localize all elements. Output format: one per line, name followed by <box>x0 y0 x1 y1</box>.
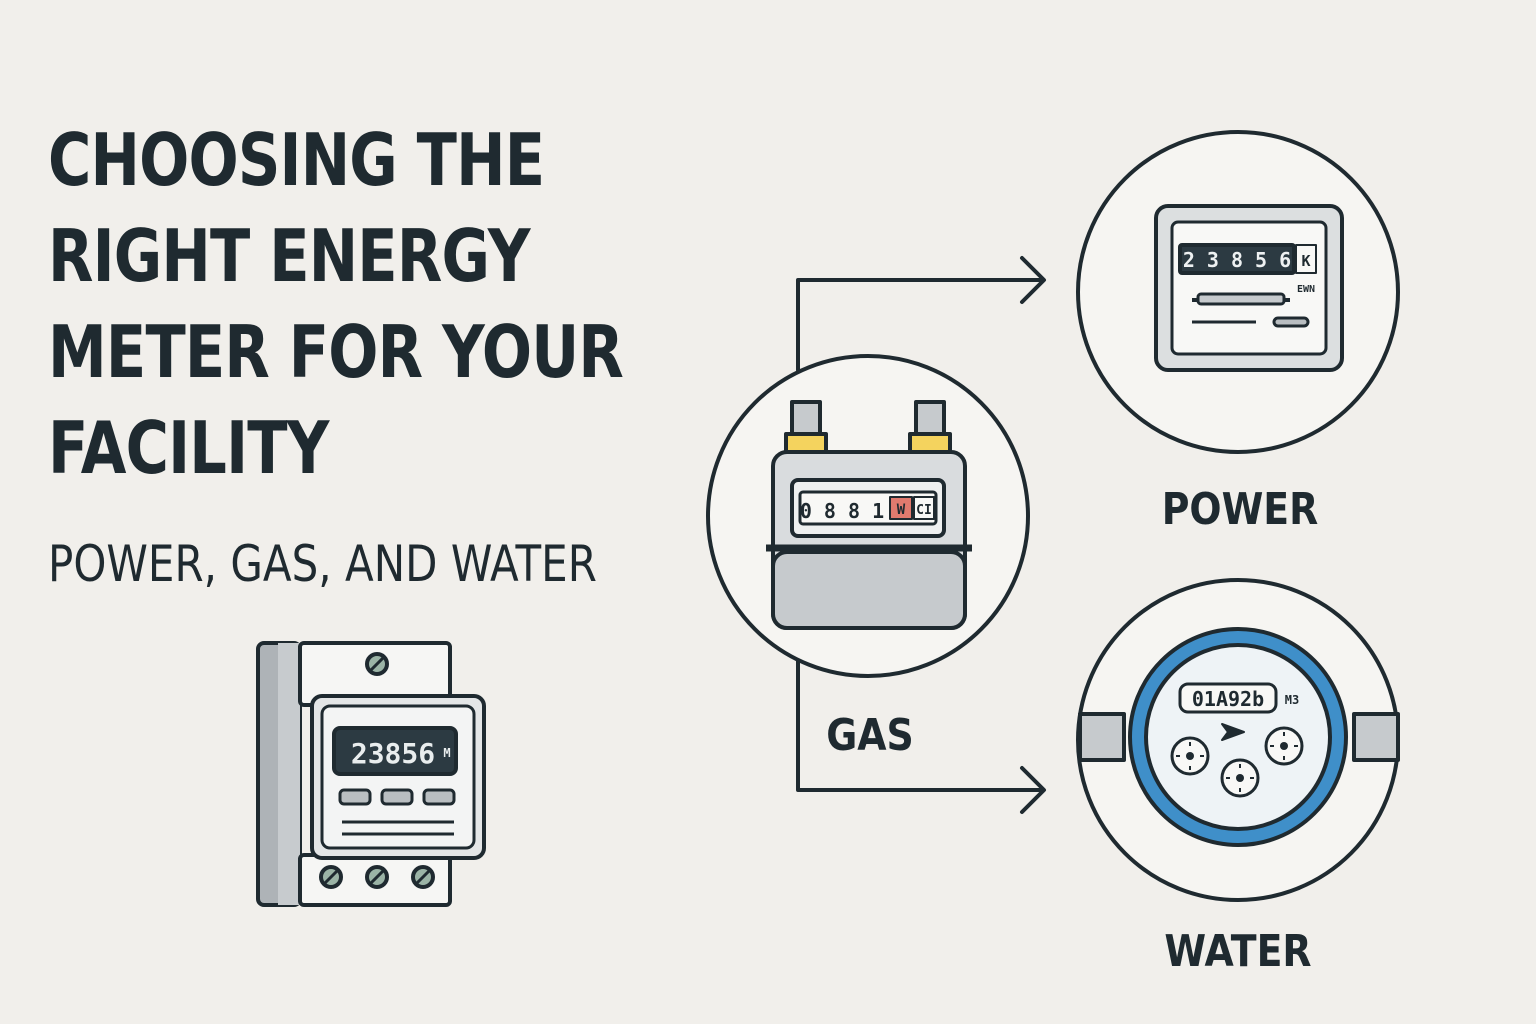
water-meter-icon: 01A92b M3 <box>1078 627 1400 847</box>
page-subtitle: POWER, GAS, AND WATER <box>48 535 597 593</box>
water-meter-reading: 01A92b <box>1192 687 1264 711</box>
title-line: RIGHT ENERGY <box>48 214 531 298</box>
power-label: POWER <box>1162 483 1319 534</box>
din-rail-energy-meter-icon: 23856 M <box>256 641 486 907</box>
din-meter-unit: M <box>443 746 450 760</box>
power-meter-unit: K <box>1301 252 1310 270</box>
electric-meter-icon: 2 3 8 5 6 K EWN <box>1154 204 1344 372</box>
gas-meter-unit: CI <box>916 503 932 518</box>
title-line: FACILITY <box>48 406 329 490</box>
title-line: CHOOSING THE <box>48 118 545 202</box>
connector-lines <box>796 278 1044 792</box>
water-meter-unit: M3 <box>1285 693 1299 707</box>
arrow-right-icon <box>1020 766 1046 814</box>
gas-meter-red-digit: W <box>897 502 906 518</box>
gas-meter-icon: 0 8 8 1 W CI <box>766 400 972 630</box>
gas-meter-circle: 0 8 8 1 W CI <box>706 354 1030 678</box>
water-meter-circle: 01A92b M3 <box>1076 578 1400 902</box>
title-line: METER FOR YOUR <box>48 310 624 394</box>
gas-label: GAS <box>826 709 914 760</box>
power-meter-circle: 2 3 8 5 6 K EWN <box>1076 130 1400 454</box>
power-meter-reading: 2 3 8 5 6 <box>1183 248 1291 272</box>
arrow-right-icon <box>1020 256 1046 304</box>
water-label: WATER <box>1164 925 1311 976</box>
power-meter-unit-sub: EWN <box>1297 284 1315 295</box>
din-meter-reading: 23856 <box>351 737 435 770</box>
page-title: CHOOSING THE RIGHT ENERGY METER FOR YOUR… <box>48 112 624 496</box>
gas-meter-reading: 0 8 8 1 <box>800 499 884 523</box>
